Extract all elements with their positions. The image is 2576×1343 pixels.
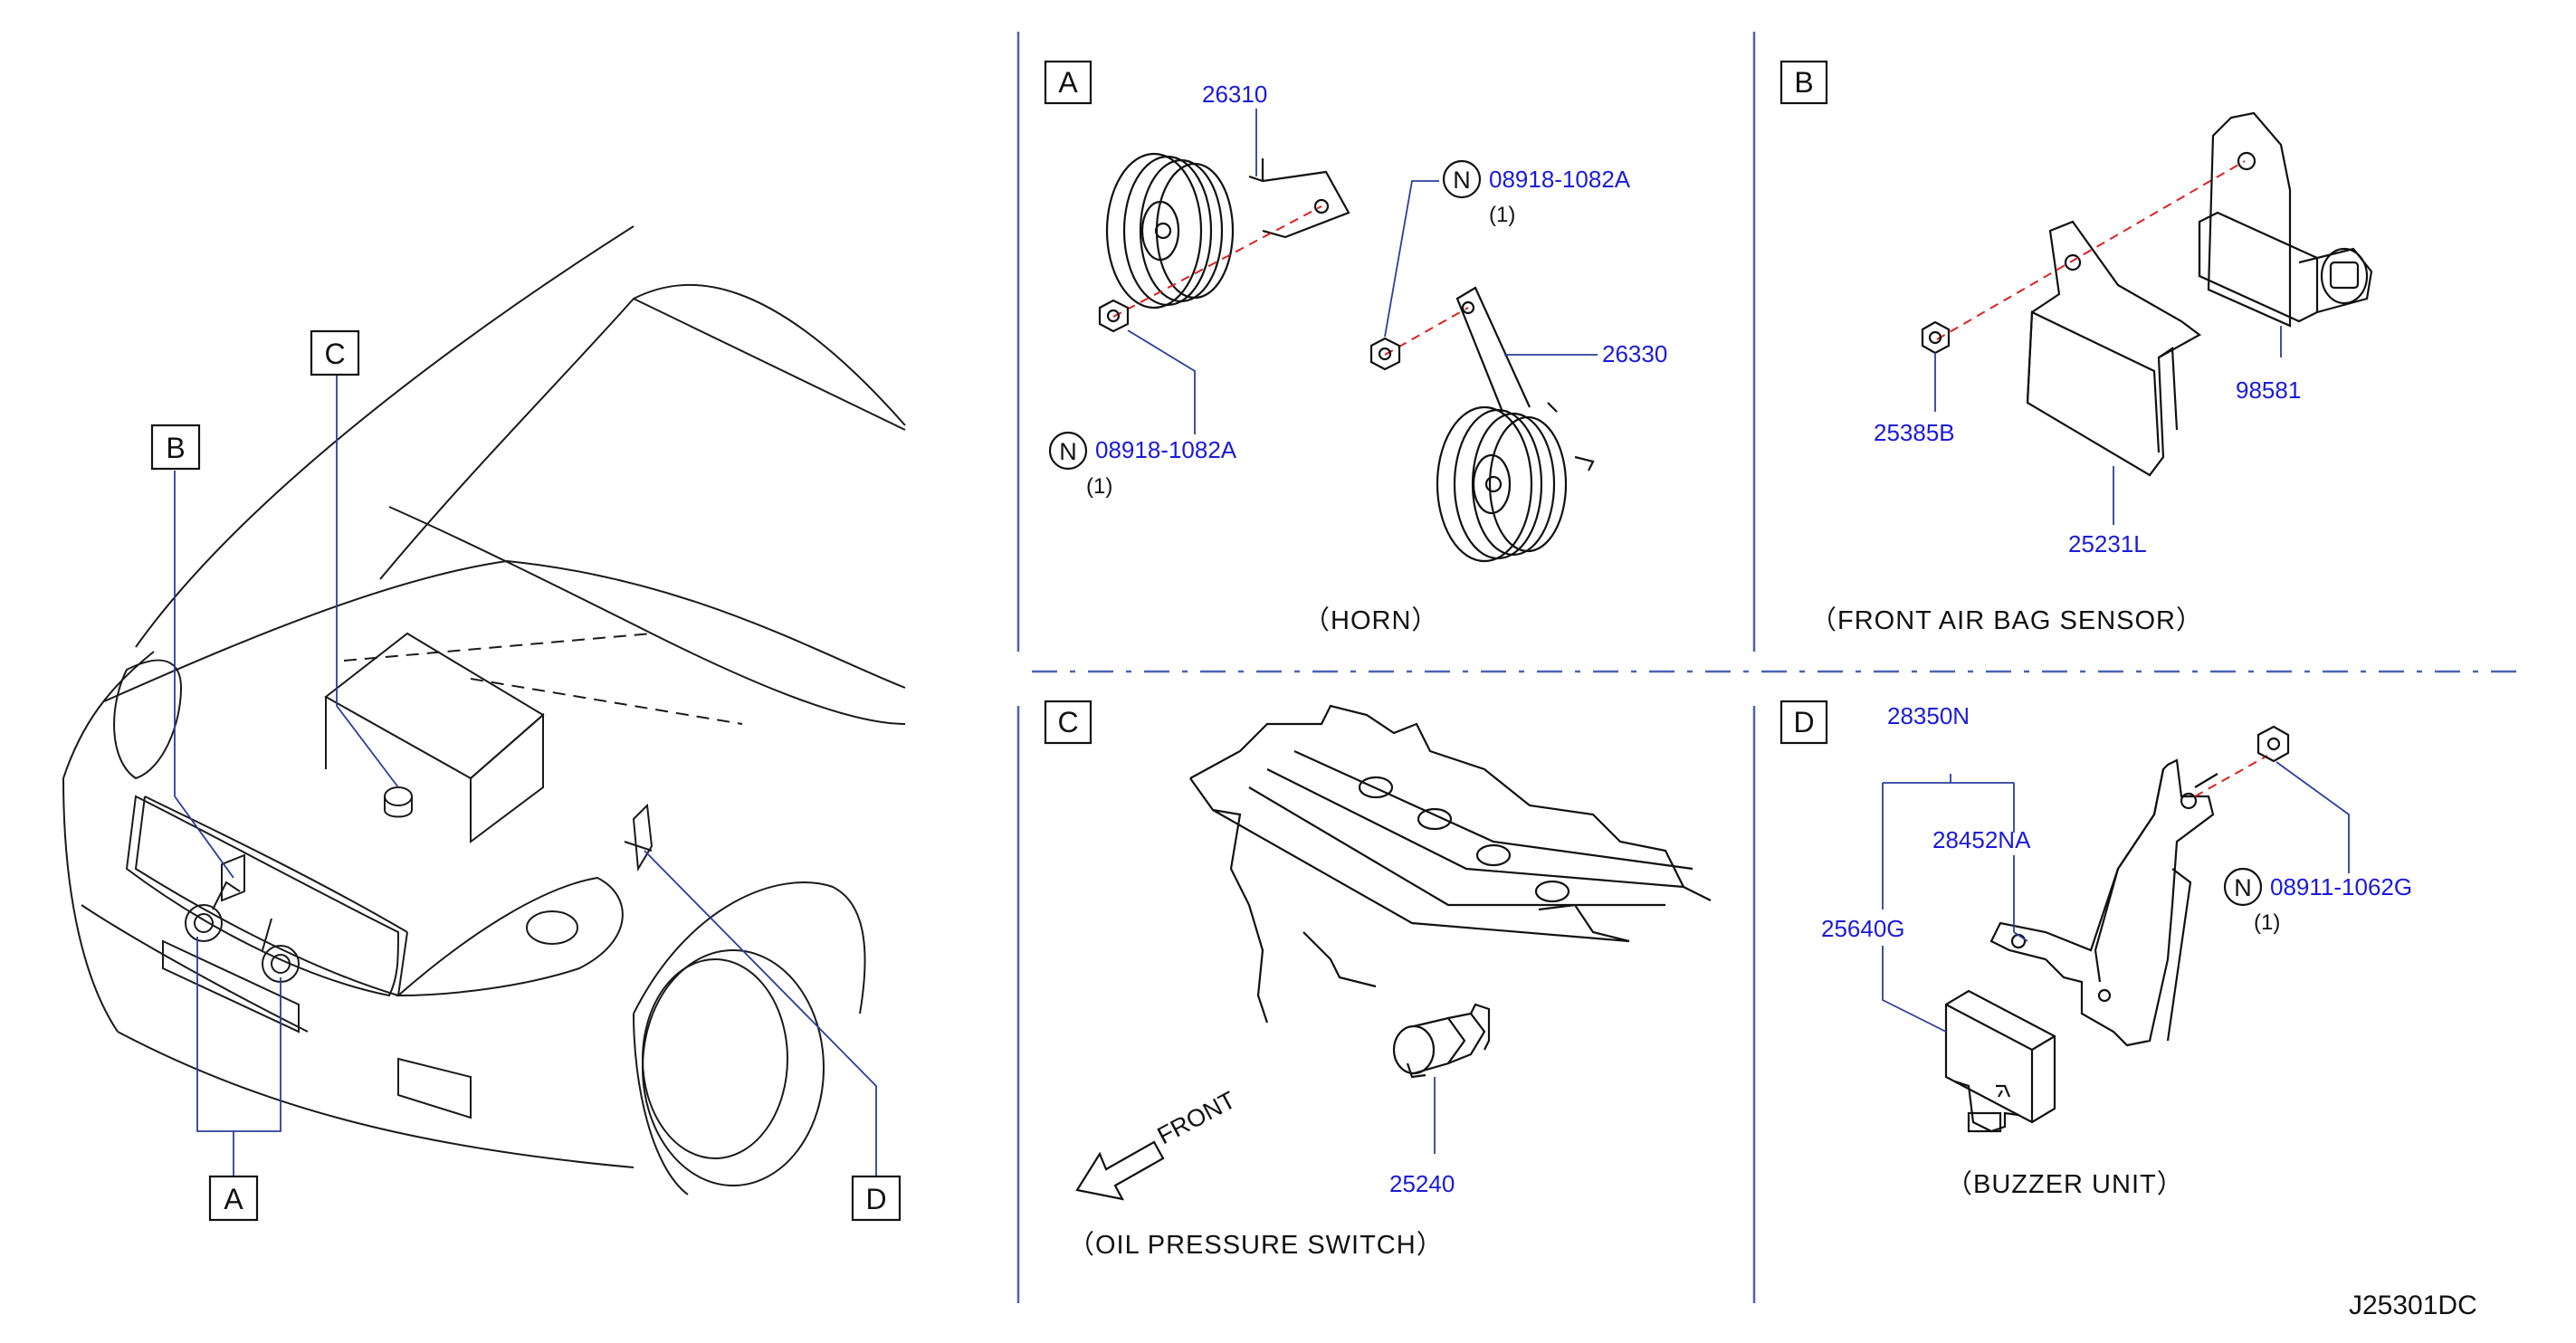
panel-airbag-sensor: B 25385B 98581 25231L （FR: [1779, 60, 2373, 635]
n-marker-left: N: [1059, 438, 1077, 465]
part-number-28350n: 28350N: [1887, 702, 1970, 729]
nut-08911-drawing[interactable]: [2256, 725, 2290, 763]
part-number-28452na: 28452NA: [1932, 826, 2031, 853]
part-number-25240: 25240: [1389, 1170, 1455, 1197]
part-number-26330: 26330: [1602, 340, 1667, 367]
n-marker-right: N: [1453, 167, 1471, 194]
oil-pressure-switch-drawing[interactable]: [1392, 1003, 1491, 1079]
box-label-a-text: A: [224, 1183, 243, 1215]
part-number-08918-right: 08918-1082A: [1489, 166, 1631, 193]
engine-block-drawing: [1189, 704, 1712, 1024]
box-label-c-text: C: [324, 338, 345, 370]
qty-d: (1): [2254, 910, 2280, 935]
horn-high-drawing[interactable]: [1105, 152, 1350, 310]
box-label-a[interactable]: A: [208, 1175, 259, 1222]
panel-a-box[interactable]: A: [1044, 60, 1092, 105]
caption-oil-pressure-switch: （OIL PRESSURE SWITCH）: [1068, 1231, 1444, 1260]
n-marker-d: N: [2234, 874, 2252, 901]
panel-dividers: [1016, 32, 2516, 1303]
caption-buzzer-unit: （BUZZER UNIT）: [1946, 1170, 2184, 1199]
part-number-26310: 26310: [1202, 81, 1267, 108]
part-number-25385b: 25385B: [1874, 419, 1955, 446]
part-number-08918-left: 08918-1082A: [1095, 436, 1237, 463]
panel-c-box-text: C: [1057, 706, 1078, 738]
panel-b-box[interactable]: B: [1779, 60, 1828, 105]
bracket-28452na-drawing[interactable]: [1989, 758, 2218, 1047]
nut-right-drawing[interactable]: [1369, 337, 1401, 371]
caption-airbag-sensor: （FRONT AIR BAG SENSOR）: [1810, 606, 2203, 635]
nut-08911-callout[interactable]: N 08911-1062G (1): [2223, 867, 2412, 935]
caption-horn: （HORN）: [1303, 606, 1438, 635]
part-number-25640g: 25640G: [1821, 915, 1905, 942]
qty-right: (1): [1489, 203, 1515, 227]
nut-25385b-drawing[interactable]: [1921, 320, 1951, 355]
bracket-25231l-drawing[interactable]: [2026, 220, 2202, 477]
buzzer-25640g-drawing[interactable]: [1944, 989, 2056, 1133]
overview-callouts: [174, 376, 877, 1176]
panel-d-box[interactable]: D: [1779, 700, 1828, 745]
front-label: FRONT: [1153, 1086, 1240, 1149]
panel-buzzer-unit: D N 08911-1062G (1): [1779, 700, 2412, 1199]
car-overview: [62, 225, 906, 1195]
box-label-b[interactable]: B: [150, 424, 201, 471]
panel-b-box-text: B: [1794, 66, 1813, 99]
nut-right-callout[interactable]: N 08918-1082A (1): [1442, 159, 1631, 227]
sensor-98581-drawing[interactable]: [2198, 111, 2373, 328]
drawing-id: J25301DC: [2349, 1291, 2477, 1320]
box-label-b-text: B: [166, 432, 185, 464]
part-number-25231l: 25231L: [2068, 530, 2147, 557]
box-label-c[interactable]: C: [310, 329, 360, 376]
part-number-08911-1062g: 08911-1062G: [2270, 873, 2412, 900]
panel-d-box-text: D: [1793, 706, 1814, 738]
box-label-d-text: D: [865, 1183, 886, 1215]
front-arrow-icon: [1075, 1140, 1165, 1201]
box-label-d[interactable]: D: [851, 1175, 902, 1222]
panel-oil-pressure-switch: C 25240 FR: [1044, 700, 1712, 1260]
panel-c-box[interactable]: C: [1044, 700, 1092, 745]
nut-left-drawing[interactable]: [1098, 299, 1130, 333]
nut-left-callout[interactable]: N 08918-1082A (1): [1048, 431, 1237, 499]
qty-left: (1): [1086, 474, 1112, 499]
panel-a-box-text: A: [1058, 66, 1078, 99]
panel-horn: A 26310 N 08918-1082A (1): [1044, 60, 1667, 635]
horn-low-drawing[interactable]: [1436, 286, 1595, 563]
part-number-98581: 98581: [2236, 376, 2301, 404]
